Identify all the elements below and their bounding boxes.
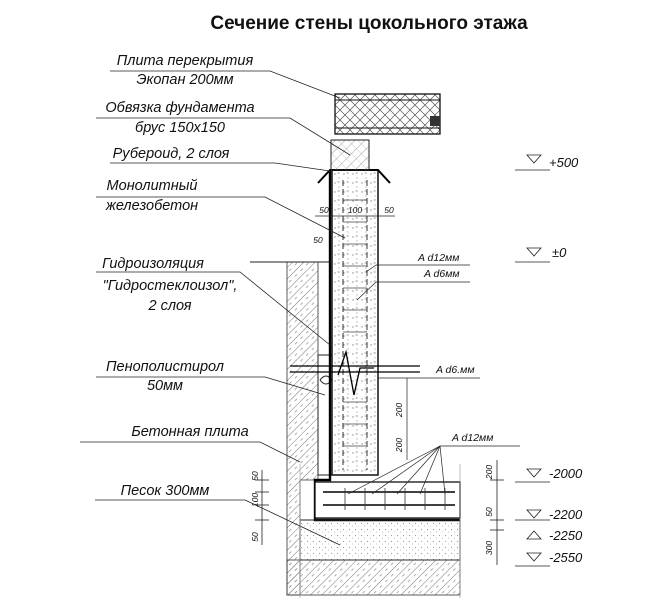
dim-left-1: 50 [250, 471, 260, 481]
dim-wall-top-3: 50 [384, 205, 394, 215]
dim-left-2: 100 [250, 493, 260, 507]
callout-waterproof-line2: "Гидростеклоизол", [103, 278, 238, 294]
callout-foam-line2: 50мм [147, 378, 183, 394]
callout-concrete-line2: железобетон [105, 198, 198, 214]
svg-text:"Гидростеклоизол",: "Гидростеклоизол", [103, 278, 238, 294]
callout-sand: Песок 300мм [121, 483, 210, 499]
svg-text:Монолитный: Монолитный [107, 178, 198, 194]
level-mark-2550: -2550 [515, 550, 583, 567]
rebar-label-1: A d12мм [417, 252, 459, 264]
dim-right-2: 50 [484, 507, 494, 517]
svg-text:Гидроизоляция: Гидроизоляция [102, 256, 204, 272]
right-dimension-column: 200 50 300 [484, 460, 504, 565]
callout-beam-line1: Обвязка фундамента [105, 100, 254, 116]
callout-waterproof-line3: 2 слоя [147, 298, 191, 314]
rebar-label-4: A d12мм [451, 432, 493, 444]
reference-lines [299, 464, 461, 598]
callout-foam-line1: Пенополистирол [106, 359, 224, 375]
level-label-2550: -2550 [549, 550, 583, 565]
callout-waterproof-line1: Гидроизоляция [102, 256, 204, 272]
rebar-label-2: A d6мм [423, 268, 460, 280]
left-dimension-column: 50 100 50 [250, 470, 269, 545]
svg-text:железобетон: железобетон [105, 198, 198, 214]
callout-concrete-line1: Монолитный [107, 178, 198, 194]
diagram-title: Сечение стены цокольного этажа [210, 13, 528, 34]
dim-wall-right-2: 200 [394, 438, 404, 453]
rebar-label-3: A d6.мм [435, 364, 475, 376]
dim-right-3: 300 [484, 541, 494, 555]
svg-text:50мм: 50мм [147, 378, 183, 394]
callout-roofing: Рубероид, 2 слоя [113, 146, 230, 162]
dim-wall-side: 50 [313, 235, 323, 245]
level-label-2000: -2000 [549, 466, 583, 481]
level-label-0: ±0 [552, 245, 567, 260]
dim-right-1: 200 [484, 465, 494, 480]
level-marks: +500 ±0 -2000 -2200 -2250 -2550 [515, 154, 583, 567]
callouts: Плита перекрытия Экопан 200мм Обвязка фу… [80, 53, 351, 546]
dim-wall-top-2: 100 [348, 205, 362, 215]
level-label-2250: -2250 [549, 528, 583, 543]
callout-slab-line2: Экопан 200мм [136, 72, 233, 88]
callout-plate: Бетонная плита [131, 424, 248, 440]
callout-beam-line2: брус 150х150 [135, 120, 225, 136]
level-mark-500: +500 [515, 154, 579, 171]
svg-text:Рубероид, 2 слоя: Рубероид, 2 слоя [113, 146, 230, 162]
callout-slab-line1: Плита перекрытия [117, 53, 254, 69]
wall-dimensions: 50 100 50 50 200 200 [313, 205, 408, 460]
svg-text:2 слоя: 2 слоя [147, 298, 191, 314]
svg-text:Пенополистирол: Пенополистирол [106, 359, 224, 375]
level-mark-2000: -2000 [515, 466, 583, 483]
dim-wall-top-1: 50 [319, 205, 329, 215]
svg-text:Обвязка фундамента: Обвязка фундамента [105, 100, 254, 116]
svg-text:брус 150х150: брус 150х150 [135, 120, 225, 136]
top-assembly [317, 93, 441, 184]
level-mark-2250: -2250 [526, 528, 583, 543]
rebar-labels: A d12мм A d6мм A d6.мм A d12мм [347, 252, 520, 495]
svg-text:Плита перекрытия: Плита перекрытия [117, 53, 254, 69]
level-label-500: +500 [549, 155, 579, 170]
dim-wall-right-1: 200 [394, 403, 404, 418]
svg-text:Бетонная плита: Бетонная плита [131, 424, 248, 440]
dim-left-3: 50 [250, 532, 260, 542]
svg-text:Песок 300мм: Песок 300мм [121, 483, 210, 499]
level-label-2200: -2200 [549, 507, 583, 522]
foundation-slab [286, 481, 461, 596]
level-mark-0: ±0 [515, 245, 567, 263]
svg-text:Экопан 200мм: Экопан 200мм [136, 72, 233, 88]
level-mark-2200: -2200 [515, 507, 583, 522]
